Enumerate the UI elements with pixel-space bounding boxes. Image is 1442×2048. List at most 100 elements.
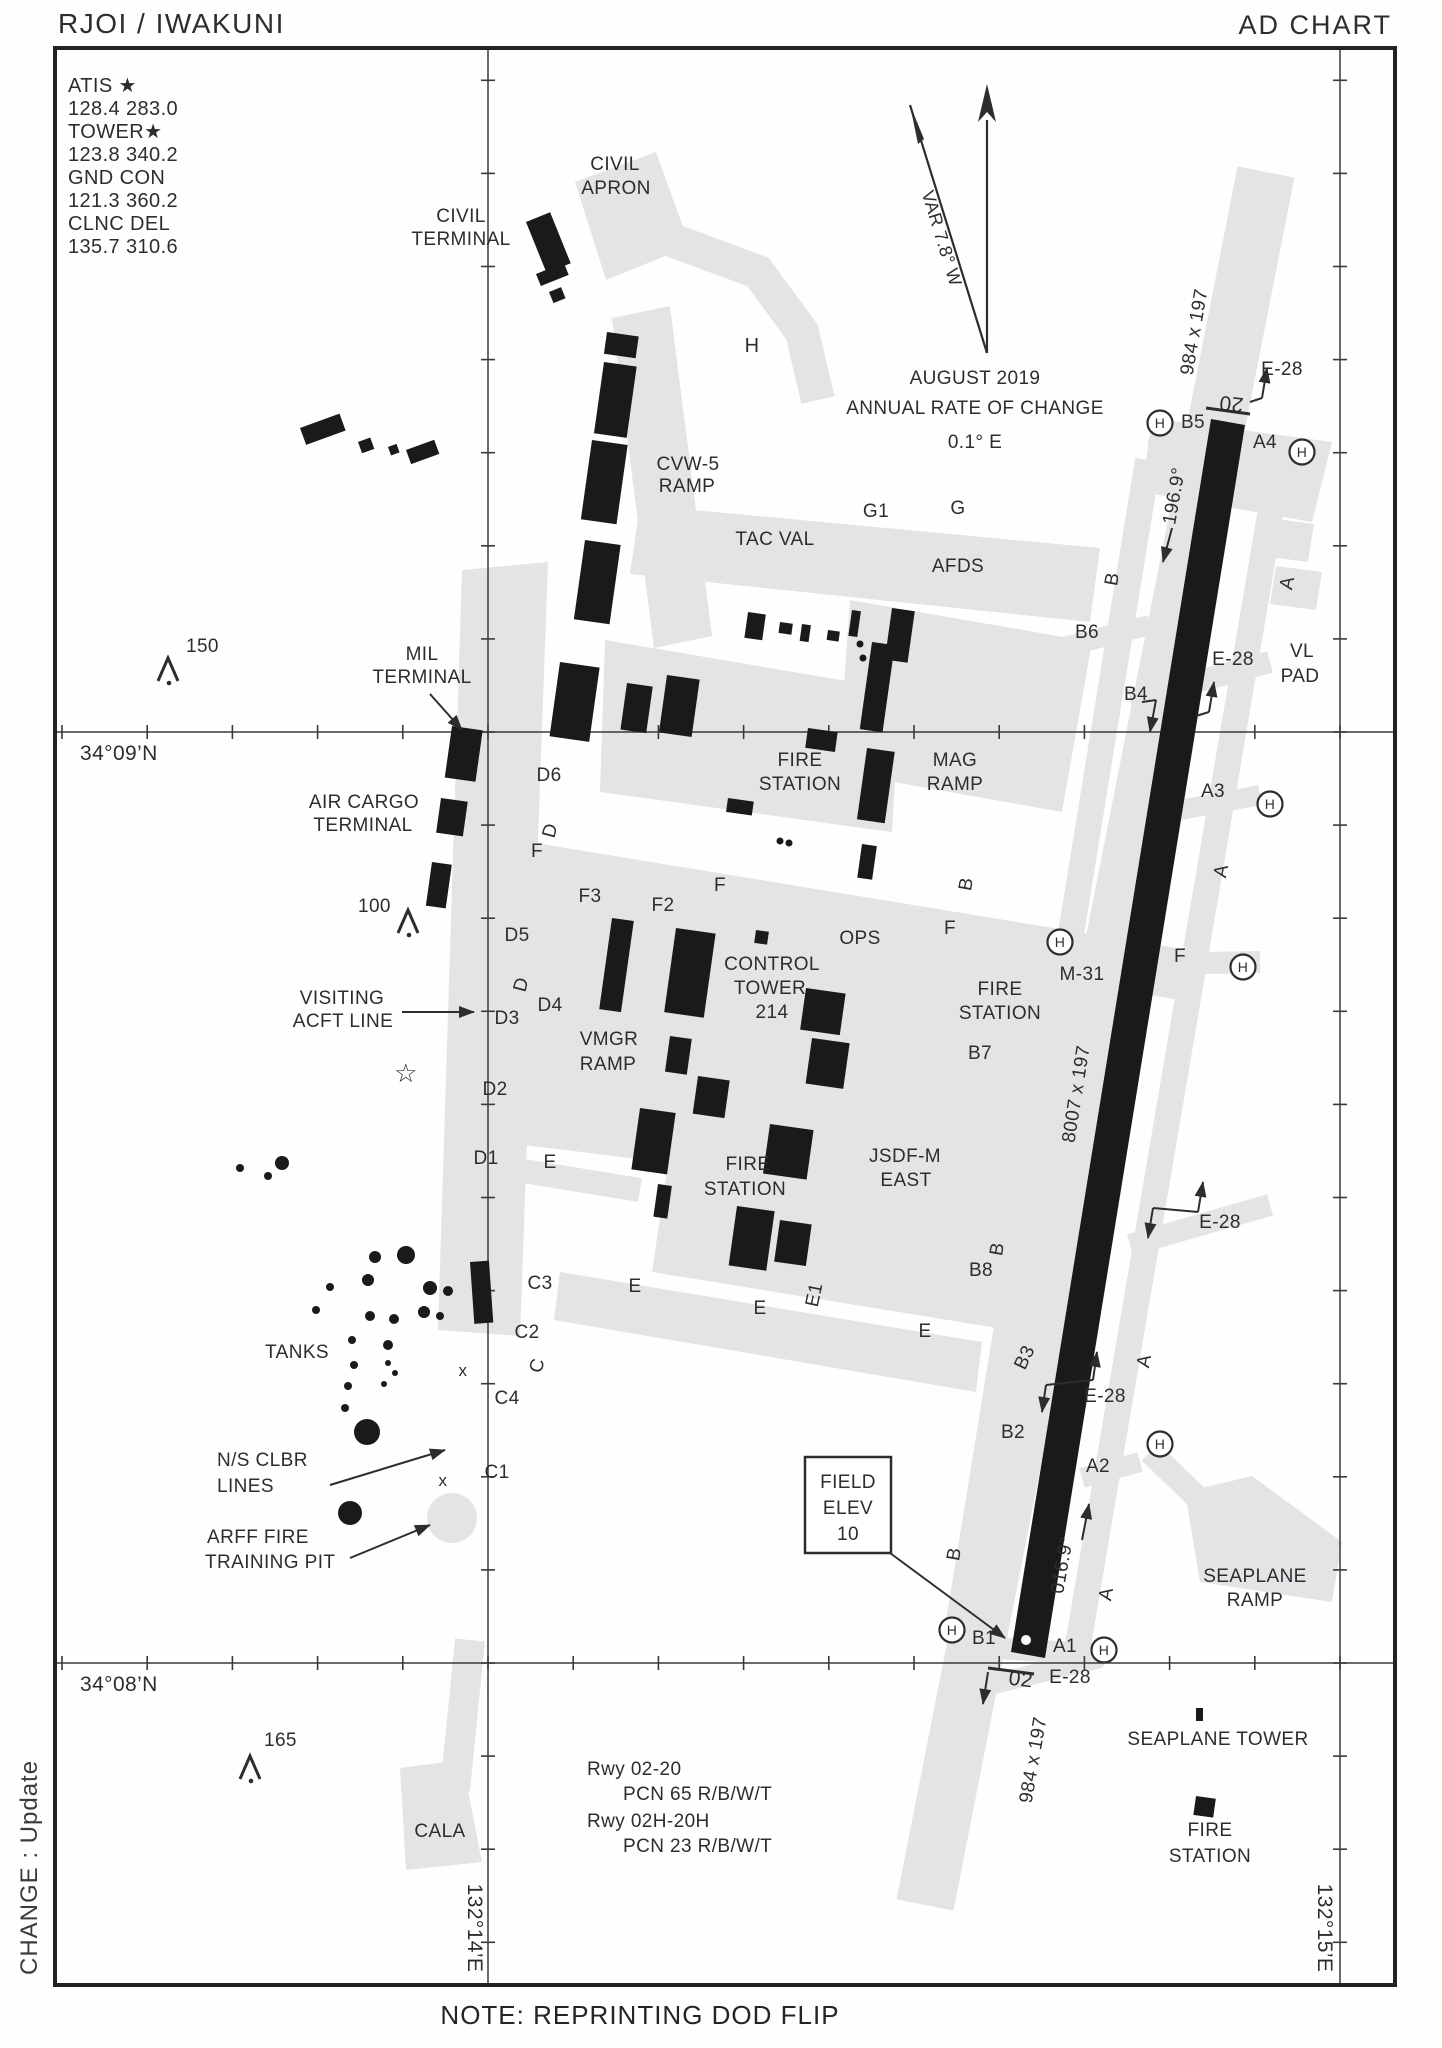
lbl-b2: B2: [1001, 1422, 1025, 1443]
lbl-d4: D4: [537, 995, 562, 1016]
building: [859, 642, 895, 733]
runway-threshold-dot: [1021, 1635, 1031, 1645]
building: [536, 262, 569, 287]
helipad-circle-icon: [1288, 438, 1316, 466]
ink-line: [1045, 1379, 1094, 1386]
building: [728, 1206, 775, 1271]
lbl-d5: D5: [504, 925, 529, 946]
lbl-mag-1: MAG: [933, 750, 977, 771]
airport-title: RJOI / IWAKUNI: [58, 8, 285, 39]
lbl-vl: VL: [1290, 641, 1314, 662]
tank-dot: [338, 1501, 362, 1525]
freq-atis-val: 128.4 283.0: [68, 98, 178, 120]
building: [658, 675, 700, 738]
helipad-circle-icon: [1146, 409, 1174, 437]
tank-dot: [362, 1274, 374, 1286]
lbl-seaplane-ramp-1: SEAPLANE: [1203, 1566, 1307, 1587]
lbl-e28-low: E-28: [1199, 1212, 1241, 1233]
lbl-pcn-4: PCN 23 R/B/W/T: [623, 1836, 772, 1857]
arrow-e28-low-up: [1194, 1181, 1207, 1213]
lbl-e-3: E: [918, 1321, 931, 1342]
chart-border: [53, 46, 1397, 1987]
building: [620, 683, 653, 734]
tank-dot: [264, 1172, 272, 1180]
lbl-seaplane-tower: SEAPLANE TOWER: [1127, 1729, 1308, 1750]
lbl-ctrl-2: TOWER: [734, 978, 806, 999]
freq-atis: ATIS ★: [68, 75, 137, 97]
tank-dot: [275, 1156, 289, 1170]
lbl-f2: F2: [652, 895, 675, 916]
lbl-d-rot-2: D: [510, 975, 534, 994]
lbl-f3: F3: [579, 886, 602, 907]
lbl-visiting-1: VISITING: [300, 988, 385, 1009]
lbl-firestn-sp-2: STATION: [1169, 1846, 1251, 1867]
building: [580, 439, 628, 525]
building: [805, 728, 838, 752]
lbl-100: 100: [358, 896, 391, 917]
lbl-aircargo-1: AIR CARGO: [309, 792, 419, 813]
helipad-h: H: [1055, 934, 1066, 950]
tank-dot: [776, 837, 784, 845]
building: [549, 287, 566, 304]
building: [857, 844, 877, 880]
building: [387, 443, 400, 456]
lbl-arff-2: TRAINING PIT: [205, 1552, 335, 1573]
building: [774, 1219, 812, 1267]
lbl-fe-1: FIELD: [820, 1472, 876, 1493]
arrow-heading-016: [1080, 1503, 1093, 1541]
lbl-b-rot-3: B: [986, 1241, 1009, 1258]
lbl-b5: B5: [1181, 412, 1205, 433]
lbl-pcn-2: PCN 65 R/B/W/T: [623, 1784, 772, 1805]
tank-dot: [423, 1281, 437, 1295]
lbl-firestn-s-2: STATION: [704, 1179, 786, 1200]
arrow-e28-low-down: [1144, 1207, 1157, 1239]
lbl-visiting-2: ACFT LINE: [293, 1011, 393, 1032]
arrow-e28-top: [1258, 367, 1271, 399]
lbl-seaplane-ramp-2: RAMP: [1227, 1590, 1284, 1611]
tank-dot: [350, 1361, 358, 1369]
obstruction-tower-150: [156, 654, 180, 682]
lbl-d1: D1: [473, 1148, 498, 1169]
obstruction-tower-150-dot: [166, 680, 172, 686]
taxiway-b: [945, 457, 1161, 1631]
lbl-e-1: E: [628, 1276, 641, 1297]
lbl-a3: A3: [1201, 781, 1225, 802]
lbl-c4: C4: [494, 1388, 519, 1409]
lbl-b6: B6: [1075, 622, 1099, 643]
lbl-c3: C3: [527, 1273, 552, 1294]
lbl-b4: B4: [1124, 684, 1148, 705]
lbl-b8: B8: [969, 1260, 993, 1281]
lbl-mil-2: TERMINAL: [372, 667, 471, 688]
building: [754, 929, 769, 945]
ink-line: [1195, 711, 1210, 717]
building: [664, 928, 716, 1018]
lbl-firestn-sp-1: FIRE: [1188, 1820, 1233, 1841]
lbl-a-rot-2: A: [1210, 863, 1233, 880]
lbl-f-1: F: [531, 841, 543, 862]
lbl-e28-low2: E-28: [1084, 1386, 1126, 1407]
conn-a3: [1178, 785, 1262, 820]
jsdf-block: [652, 1082, 1062, 1332]
freq-tower: TOWER★: [68, 121, 162, 143]
var-arrow-barb: [910, 105, 924, 144]
conn-seaplane-ramp: [1141, 1443, 1209, 1509]
lbl-a-rot-4: A: [1095, 1586, 1118, 1603]
lbl-f-3: F: [944, 918, 956, 939]
conn-b6: [1057, 615, 1153, 658]
building: [425, 861, 452, 909]
lbl-f-2: F: [714, 875, 726, 896]
lbl-august: AUGUST 2019: [910, 368, 1041, 389]
lbl-taxiway-h: H: [745, 335, 760, 357]
tank-dot: [392, 1370, 398, 1376]
tank-dot: [354, 1419, 380, 1445]
star-symbol: ☆: [394, 1058, 418, 1088]
building: [653, 1183, 672, 1219]
lbl-lon-1: 132°14’E: [463, 1884, 486, 1973]
tank-dot: [341, 1404, 349, 1412]
tank-dot: [383, 1340, 393, 1350]
arff-training-pit: [427, 1493, 477, 1543]
lbl-165: 165: [264, 1730, 297, 1751]
lbl-firestn-e-2: STATION: [959, 1003, 1041, 1024]
ink-line: [1152, 1207, 1199, 1213]
